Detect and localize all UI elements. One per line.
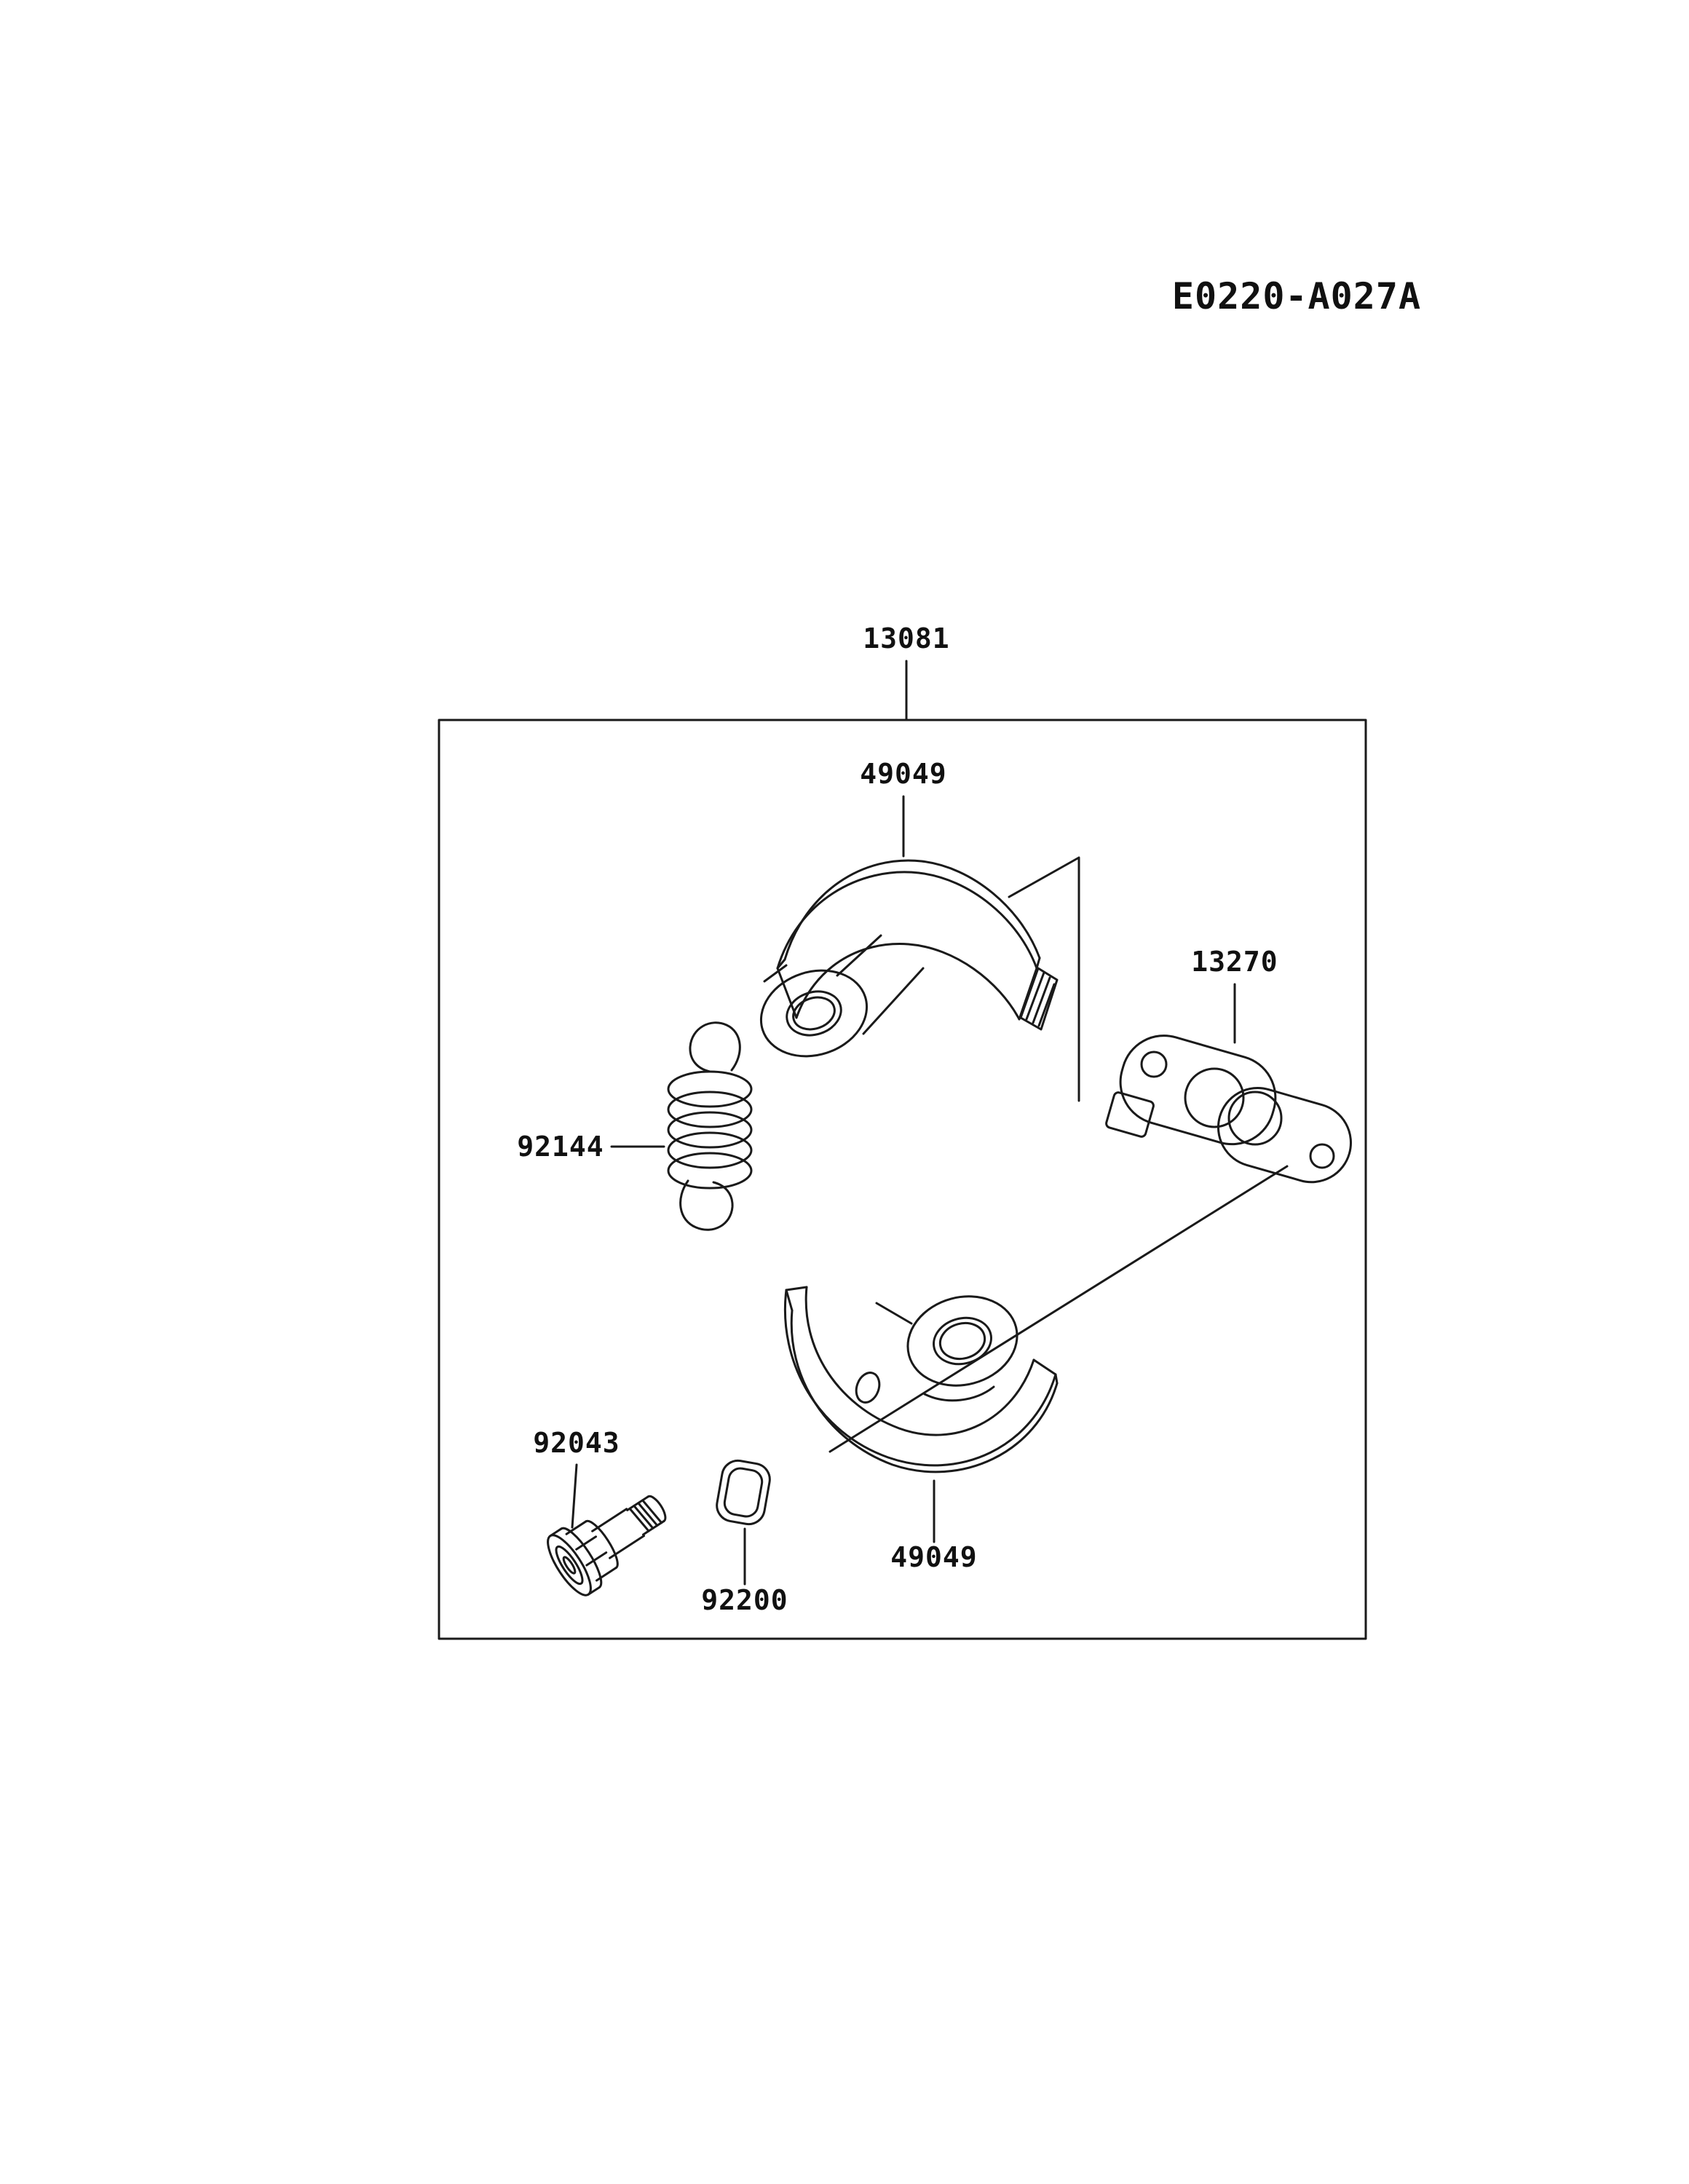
- shoe-upper-left-edge: [776, 967, 798, 1019]
- spring-bottom-hook: [679, 1179, 734, 1231]
- shoe-lower-hub-line: [875, 1302, 913, 1325]
- shoe-upper-hub-line: [862, 967, 925, 1035]
- label-spring-92144: 92144: [517, 1131, 604, 1163]
- shoe-lower-hub: [906, 1295, 1018, 1387]
- bracket-plate-back: [1119, 1034, 1277, 1146]
- shoe-upper-bore-inner: [792, 996, 836, 1031]
- clutch-shoe-upper: [759, 859, 1059, 1058]
- shoe-lower-outer-arc: [783, 1289, 1057, 1467]
- bolt-flange-side: [549, 1527, 563, 1538]
- bolt-flange-side: [587, 1586, 601, 1596]
- bolt-flange-back: [560, 1527, 603, 1588]
- shoe-upper-hub-line: [836, 934, 882, 977]
- shoe-upper-outer-arc: [783, 859, 1041, 961]
- spring-coil: [667, 1070, 753, 1108]
- bolt-hex-facet: [575, 1535, 598, 1551]
- bracket-front-bolt-hole: [1309, 1143, 1335, 1169]
- label-assembly-13081: 13081: [863, 622, 949, 654]
- thread-hatch: [641, 1499, 663, 1524]
- bolt-shank: [609, 1535, 646, 1559]
- bracket-tab: [1105, 1091, 1155, 1138]
- shoe-lower-lip-cap: [785, 1289, 794, 1312]
- label-gasket-92200: 92200: [701, 1584, 788, 1616]
- leader-line-92043: [571, 1463, 578, 1529]
- labels-layer: E0220-A027A 13081 49049 13270 92144 9204…: [517, 275, 1421, 1616]
- shoe-lower-bore-inner: [938, 1321, 986, 1361]
- spring-coil: [667, 1131, 753, 1169]
- shoe-upper-left-cap: [776, 958, 786, 970]
- shoe-upper-hub-line: [763, 964, 788, 983]
- bolt-flange-chamfer: [555, 1545, 584, 1586]
- gasket-outer: [716, 1459, 771, 1526]
- gasket-plate: [716, 1459, 771, 1526]
- bracket-bolt-hole: [1140, 1051, 1168, 1078]
- shoe-lower-lip-cap-right: [1054, 1373, 1059, 1385]
- shoe-lower-bore: [933, 1316, 992, 1366]
- thread-hatch: [633, 1504, 654, 1530]
- bolt-hex-facet: [585, 1551, 608, 1567]
- shoe-lower-slot: [923, 1385, 995, 1402]
- label-shoe-upper-49049: 49049: [860, 758, 946, 790]
- shoe-lower-left-cap: [785, 1286, 808, 1291]
- shoe-lower-hole: [855, 1372, 881, 1404]
- assembly-axis-upper: [1008, 856, 1080, 1102]
- bracket-front-hole: [1227, 1091, 1283, 1146]
- label-bracket-13270: 13270: [1191, 946, 1278, 978]
- shoe-upper-top-edge: [776, 871, 1038, 970]
- shoe-upper-hub: [759, 969, 869, 1058]
- bracket-center-hole: [1184, 1067, 1245, 1128]
- bracket-plate: [1105, 1034, 1352, 1184]
- bracket-plate-front: [1217, 1087, 1352, 1184]
- spring-coil: [667, 1091, 753, 1128]
- shoe-upper-inner-arc: [795, 943, 1021, 1021]
- diagram-frame: [438, 719, 1367, 1640]
- label-bolt-92043: 92043: [533, 1427, 620, 1459]
- thread-hatch: [628, 1507, 650, 1532]
- label-shoe-lower-49049: 49049: [890, 1541, 977, 1573]
- shoe-upper-pad: [1019, 967, 1059, 1031]
- spring-coil: [667, 1152, 753, 1190]
- shoulder-bolt: [547, 1495, 667, 1597]
- gasket-inner: [723, 1467, 764, 1518]
- bolt-hex-back: [585, 1519, 619, 1570]
- spring-coil: [667, 1111, 753, 1149]
- bolt-tip: [646, 1495, 667, 1522]
- shoe-upper-right-cap: [1035, 957, 1041, 970]
- clutch-shoe-lower: [783, 1286, 1059, 1473]
- shoe-lower-right-cap: [1032, 1358, 1057, 1376]
- bolt-hex-edge: [565, 1520, 588, 1535]
- hatch-line: [1037, 983, 1056, 1027]
- hatch-line: [1032, 976, 1051, 1024]
- bolt-center-mark: [562, 1556, 577, 1575]
- shoe-lower-lip-arc: [790, 1309, 1059, 1473]
- diagram-code: E0220-A027A: [1172, 275, 1421, 317]
- spring-top-hook: [689, 1021, 741, 1073]
- assembly-axis-lower: [828, 1165, 1289, 1453]
- shoe-lower-inner-arc: [804, 1286, 1035, 1436]
- hatch-line: [1025, 971, 1045, 1021]
- bolt-shank: [591, 1508, 628, 1532]
- bolt-hex-edge: [595, 1567, 617, 1582]
- thread-hatch: [637, 1502, 659, 1527]
- shoe-upper-bore: [786, 990, 842, 1037]
- clutch-spring: [667, 1021, 753, 1231]
